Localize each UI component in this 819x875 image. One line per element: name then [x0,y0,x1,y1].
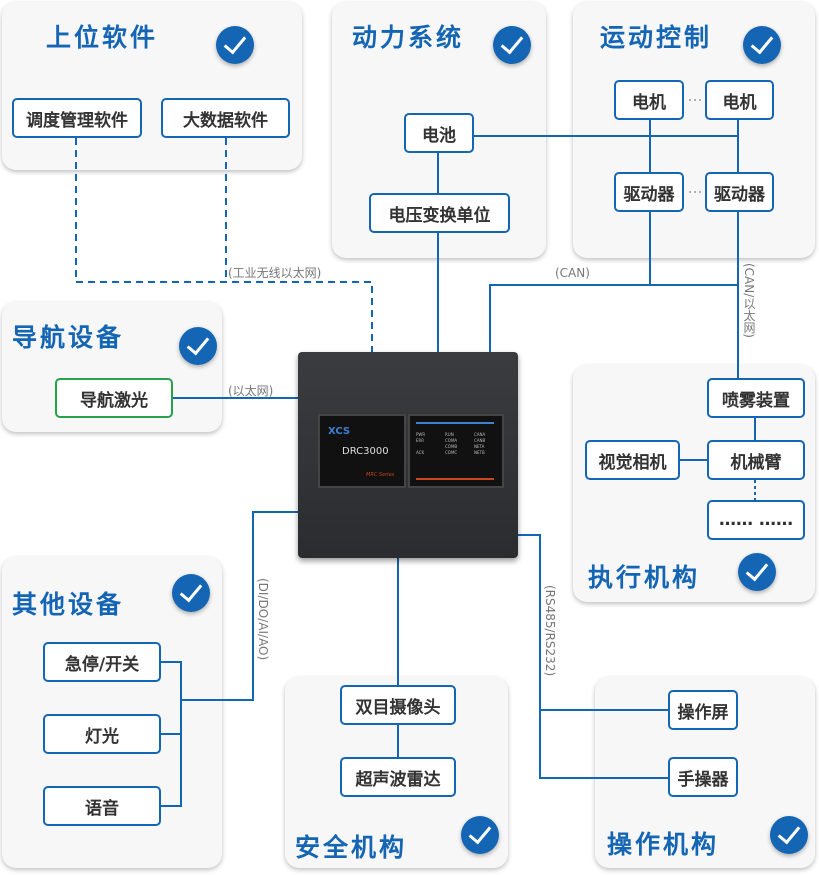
box-ultrasonic-radar[interactable]: 超声波雷达 [340,757,456,797]
title-safety: 安全机构 [295,833,408,862]
label-eth: (以太网) [228,384,274,398]
panel-upper-software [2,2,302,170]
box-motor-1[interactable]: 电机 [614,80,684,120]
box-voltage-converter[interactable]: 电压变换单位 [369,193,510,233]
led-label: CANA [474,432,486,437]
box-driver-2[interactable]: 驱动器 [705,172,774,212]
box-bigdata-software[interactable]: 大数据软件 [161,98,290,138]
box-battery[interactable]: 电池 [404,113,474,153]
box-operation-screen[interactable]: 操作屏 [668,690,738,730]
xcs-logo: XCS [328,426,351,437]
box-handheld-controller[interactable]: 手操器 [668,757,738,797]
title-operation: 操作机构 [607,830,720,859]
box-more[interactable]: …… …… [707,500,805,540]
label-can: (CAN) [555,266,590,280]
led-label: NETA [474,444,485,449]
title-navigation: 导航设备 [12,323,125,352]
led-label [416,444,444,449]
led-bar-orange [416,478,494,480]
box-vision-camera[interactable]: 视觉相机 [585,440,680,480]
controller-label-panel: XCS DRC3000 MRC Series [318,414,406,488]
title-power-system: 动力系统 [352,23,465,52]
box-sprayer[interactable]: 喷雾装置 [707,378,805,418]
led-bar-blue [416,422,494,424]
led-label: PWR [416,432,426,437]
box-voice[interactable]: 语音 [43,786,161,826]
title-actuator: 执行机构 [588,563,701,592]
check-icon [493,26,531,64]
check-icon [461,816,499,854]
led-label: ACK [416,450,425,455]
label-wireless: (工业无线以太网) [228,266,322,280]
box-dispatch-software[interactable]: 调度管理软件 [12,98,142,138]
title-other: 其他设备 [12,590,125,619]
led-label: CANB [474,438,486,443]
check-icon [770,816,808,854]
title-motion-control: 运动控制 [600,23,713,52]
led-label: RUN [445,432,454,437]
check-icon [179,327,217,365]
title-upper-software: 上位软件 [46,23,159,52]
box-estop-switch[interactable]: 急停/开关 [43,642,161,682]
led-label: NETB [474,450,485,455]
box-robot-arm[interactable]: 机械臂 [707,440,805,480]
box-nav-laser[interactable]: 导航激光 [55,378,173,418]
controller-drc3000: XCS DRC3000 MRC Series PWR RUN CANA ERR COMA… [298,352,518,558]
check-icon [738,553,776,591]
led-label: COMC [445,450,458,455]
led-label: COMB [445,444,458,449]
label-can-eth: (CAN/以太网) [742,263,756,338]
box-light[interactable]: 灯光 [43,714,161,754]
controller-series: MRC Series [366,472,395,478]
box-driver-1[interactable]: 驱动器 [614,172,684,212]
box-stereo-camera[interactable]: 双目摄像头 [340,685,456,725]
controller-model: DRC3000 [342,446,389,457]
led-label: ERR [416,438,425,443]
check-icon [172,574,210,612]
controller-led-panel: PWR RUN CANA ERR COMA CANB COMB NETA ACK COMC NETB [408,414,504,488]
check-icon [216,26,254,64]
led-label: COMA [445,438,458,443]
led-labels: PWR RUN CANA ERR COMA CANB COMB NETA ACK COMC NETB [416,432,502,455]
box-motor-2[interactable]: 电机 [705,80,774,120]
check-icon [743,26,781,64]
label-rs485: (RS485/RS232) [543,585,557,677]
label-dido: (DI/DO/AI/AO) [256,578,270,661]
